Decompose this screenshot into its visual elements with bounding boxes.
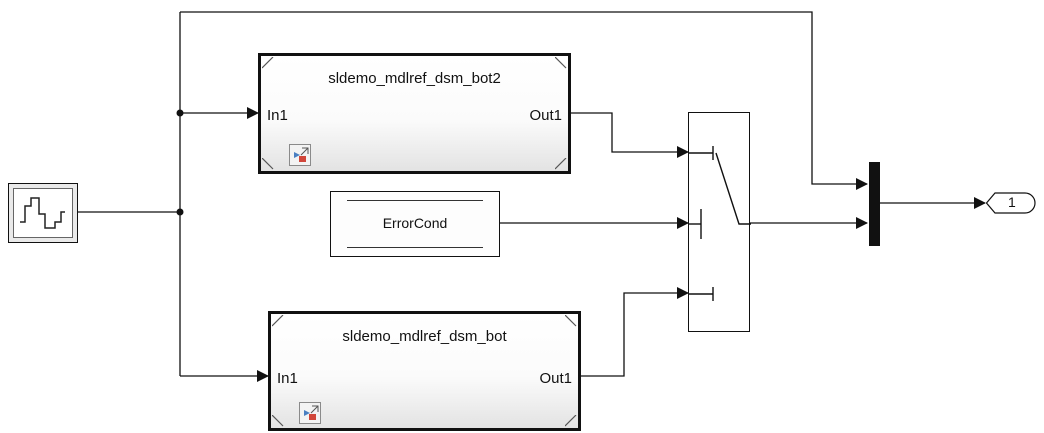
multiport-switch-block[interactable]: [688, 112, 751, 332]
line-bottom-out-to-switch: [581, 287, 689, 377]
data-store-top-line: [347, 200, 483, 201]
line-bypass-to-mux: [180, 11, 868, 190]
model-ref-top-out-port: Out1: [529, 107, 562, 124]
model-ref-bottom[interactable]: sldemo_mdlref_dsm_bot In1 Out1: [268, 311, 581, 431]
branch-point-lower: [176, 208, 184, 216]
model-reference-icon[interactable]: [289, 144, 311, 166]
model-ref-top[interactable]: sldemo_mdlref_dsm_bot2 In1 Out1: [258, 53, 571, 174]
model-ref-top-in-port: In1: [267, 107, 288, 124]
signal-source-block[interactable]: [8, 183, 78, 243]
model-reference-icon[interactable]: [299, 402, 321, 424]
data-store-read-block[interactable]: ErrorCond: [330, 191, 500, 257]
model-ref-bottom-in-port: In1: [277, 370, 298, 387]
model-ref-top-title: sldemo_mdlref_dsm_bot2: [328, 70, 501, 87]
data-store-label: ErrorCond: [382, 215, 448, 231]
mux-block[interactable]: [869, 162, 880, 246]
data-store-bottom-line: [347, 247, 483, 248]
outport-block[interactable]: 1: [986, 192, 1036, 214]
model-ref-bottom-out-port: Out1: [539, 370, 572, 387]
outport-label: 1: [1008, 194, 1016, 210]
multiport-switch-icon: [689, 146, 751, 301]
signal-generator-icon: [20, 197, 65, 229]
line-top-out-to-switch: [571, 112, 689, 158]
branch-point-upper: [176, 109, 184, 117]
model-ref-bottom-title: sldemo_mdlref_dsm_bot: [342, 328, 507, 345]
